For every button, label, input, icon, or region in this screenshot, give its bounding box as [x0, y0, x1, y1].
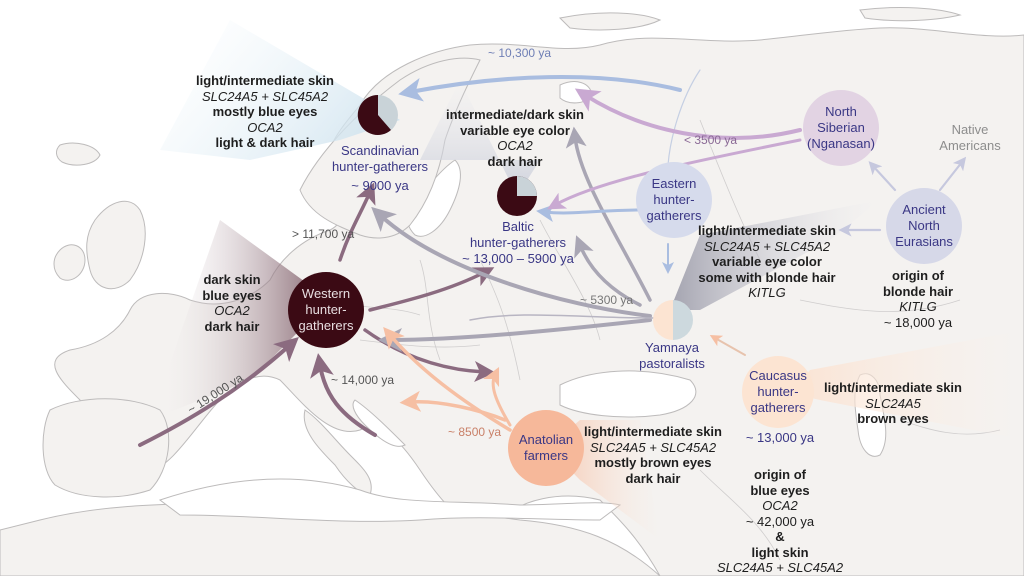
trait-ane-date: ~ 18,000 ya	[883, 314, 953, 330]
trait-western-hair: dark hair	[204, 318, 260, 334]
trait-eastern-hair: some with blonde hair	[698, 269, 836, 285]
label-baltic: Baltic hunter-gatherers ~ 13,000 – 5900 …	[455, 219, 581, 267]
land	[0, 7, 1024, 576]
trait-ane-blonde-hair: blonde hair	[882, 283, 954, 299]
caucasus-label-2: hunter-	[757, 384, 799, 399]
caucasus-label-1: Caucasus	[749, 368, 807, 383]
baltic-pie	[497, 176, 537, 216]
label-yamnaya: Yamnaya pastoralists	[622, 340, 722, 372]
trait-blue-eyes-origin: origin of blue eyes OCA2 ~ 42,000 ya & l…	[712, 467, 848, 576]
trait-scandinavian-hair: light & dark hair	[215, 135, 315, 150]
scandinavian-label-2: hunter-gatherers	[331, 159, 429, 174]
trait-western-eyes: blue eyes	[202, 287, 262, 303]
trait-anatolian-hair: dark hair	[625, 470, 681, 486]
date-14000: ~ 14,000 ya	[331, 373, 395, 387]
trait-blue-eyes: blue eyes	[750, 482, 810, 498]
eastern-label-2: hunter-	[653, 192, 695, 207]
trait-caucasus-eyes: brown eyes	[857, 411, 929, 426]
trait-ane-origin-label: origin of	[892, 268, 944, 283]
anatolian-label-2: farmers	[523, 448, 569, 463]
caucasus-date-text: ~ 13,000 ya	[745, 430, 815, 445]
trait-caucasus: light/intermediate skin SLC24A5 brown ey…	[818, 380, 968, 427]
scandinavian-pie	[357, 94, 398, 135]
scandinavian-date: ~ 9000 ya	[351, 178, 409, 193]
node-eastern-hunter-gatherers: Eastern hunter- gatherers	[636, 162, 712, 238]
date-10300: ~ 10,300 ya	[488, 46, 552, 60]
trait-scandinavian: light/intermediate skin SLC24A5 + SLC45A…	[190, 73, 340, 151]
trait-baltic-eye-gene: OCA2	[497, 138, 533, 153]
trait-western-eye-gene: OCA2	[214, 303, 250, 318]
ane-label-2: North	[908, 218, 940, 233]
ane-label-3: Eurasians	[895, 234, 953, 249]
label-scandinavian: Scandinavian hunter-gatherers ~ 9000 ya	[325, 143, 435, 194]
trait-blue-origin-label: origin of	[754, 467, 806, 482]
trait-ane-gene: KITLG	[899, 299, 937, 314]
node-caucasus-hunter-gatherers: Caucasus hunter- gatherers	[742, 356, 814, 428]
trait-ane-origin: origin of blonde hair KITLG ~ 18,000 ya	[868, 268, 968, 330]
baltic-date: ~ 13,000 – 5900 ya	[462, 251, 574, 266]
trait-light-skin-genes: SLC24A5 + SLC45A2	[716, 560, 844, 575]
node-north-siberian: North Siberian (Nganasan)	[803, 90, 879, 166]
trait-scandinavian-eye-gene: OCA2	[247, 119, 283, 135]
western-label-3: gatherers	[298, 318, 354, 333]
node-western-hunter-gatherers: Western hunter- gatherers	[288, 272, 364, 348]
trait-anatolian-eyes: mostly brown eyes	[594, 455, 712, 470]
label-native-americans: Native Americans	[930, 122, 1010, 153]
trait-eastern-hair-gene: KITLG	[748, 285, 786, 300]
trait-blue-eye-gene: OCA2	[762, 498, 798, 513]
trait-wedges	[150, 20, 1024, 540]
western-label-2: hunter-	[305, 302, 347, 317]
trait-eastern: light/intermediate skin SLC24A5 + SLC45A…	[692, 223, 842, 301]
trait-anatolian-skin: light/intermediate skin	[584, 424, 722, 439]
trait-scandinavian-skin: light/intermediate skin	[196, 73, 334, 88]
trait-baltic-eyes: variable eye color	[460, 122, 570, 138]
north-siberian-label-1: North	[825, 104, 857, 119]
eastern-label-1: Eastern	[651, 176, 697, 191]
trait-baltic: intermediate/dark skin variable eye colo…	[440, 107, 590, 169]
caucasus-date: ~ 13,000 ya	[735, 430, 825, 446]
trait-scandinavian-skin-genes: SLC24A5 + SLC45A2	[201, 88, 329, 104]
trait-scandinavian-eyes: mostly blue eyes	[212, 104, 318, 119]
scandinavian-label-1: Scandinavian	[340, 143, 420, 158]
trait-light-skin: light skin	[751, 544, 809, 560]
western-label-1: Western	[301, 286, 351, 301]
date-8500: ~ 8500 ya	[448, 425, 502, 439]
trait-caucasus-skin-gene: SLC24A5	[865, 395, 921, 411]
baltic-label-1: Baltic	[502, 219, 534, 234]
yamnaya-label-1: Yamnaya	[645, 340, 699, 355]
trait-blue-eye-date: ~ 42,000 ya	[745, 513, 815, 529]
trait-baltic-hair: dark hair	[487, 153, 543, 169]
eastern-label-3: gatherers	[646, 208, 702, 223]
trait-eastern-eyes: variable eye color	[712, 254, 822, 269]
baltic-label-2: hunter-gatherers	[469, 235, 567, 250]
node-anatolian-farmers: Anatolian farmers	[508, 410, 584, 486]
date-3500: < 3500 ya	[684, 133, 738, 147]
yamnaya-pie	[653, 300, 693, 340]
trait-eastern-skin: light/intermediate skin	[698, 223, 836, 238]
date-11700: > 11,700 ya	[292, 227, 355, 241]
trait-baltic-skin: intermediate/dark skin	[446, 107, 584, 122]
node-ancient-north-eurasians: Ancient North Eurasians	[886, 188, 962, 264]
yamnaya-label-2: pastoralists	[639, 356, 705, 371]
trait-anatolian-skin-genes: SLC24A5 + SLC45A2	[589, 439, 717, 455]
caucasus-label-3: gatherers	[750, 400, 806, 415]
trait-western-skin: dark skin	[203, 272, 261, 287]
north-siberian-label-2: Siberian	[817, 120, 865, 135]
date-5300: ~ 5300 ya	[580, 293, 634, 307]
trait-eastern-skin-genes: SLC24A5 + SLC45A2	[703, 238, 831, 254]
trait-caucasus-skin: light/intermediate skin	[824, 380, 962, 395]
trait-ampersand: &	[775, 529, 785, 544]
native-americans-label-2: Americans	[939, 137, 1001, 153]
ane-label-1: Ancient	[902, 202, 946, 217]
native-americans-label-1: Native	[951, 122, 989, 137]
trait-anatolian: light/intermediate skin SLC24A5 + SLC45A…	[578, 424, 728, 486]
trait-western: dark skin blue eyes OCA2 dark hair	[192, 272, 272, 334]
anatolian-label-1: Anatolian	[518, 432, 574, 447]
north-siberian-label-3: (Nganasan)	[807, 136, 875, 151]
